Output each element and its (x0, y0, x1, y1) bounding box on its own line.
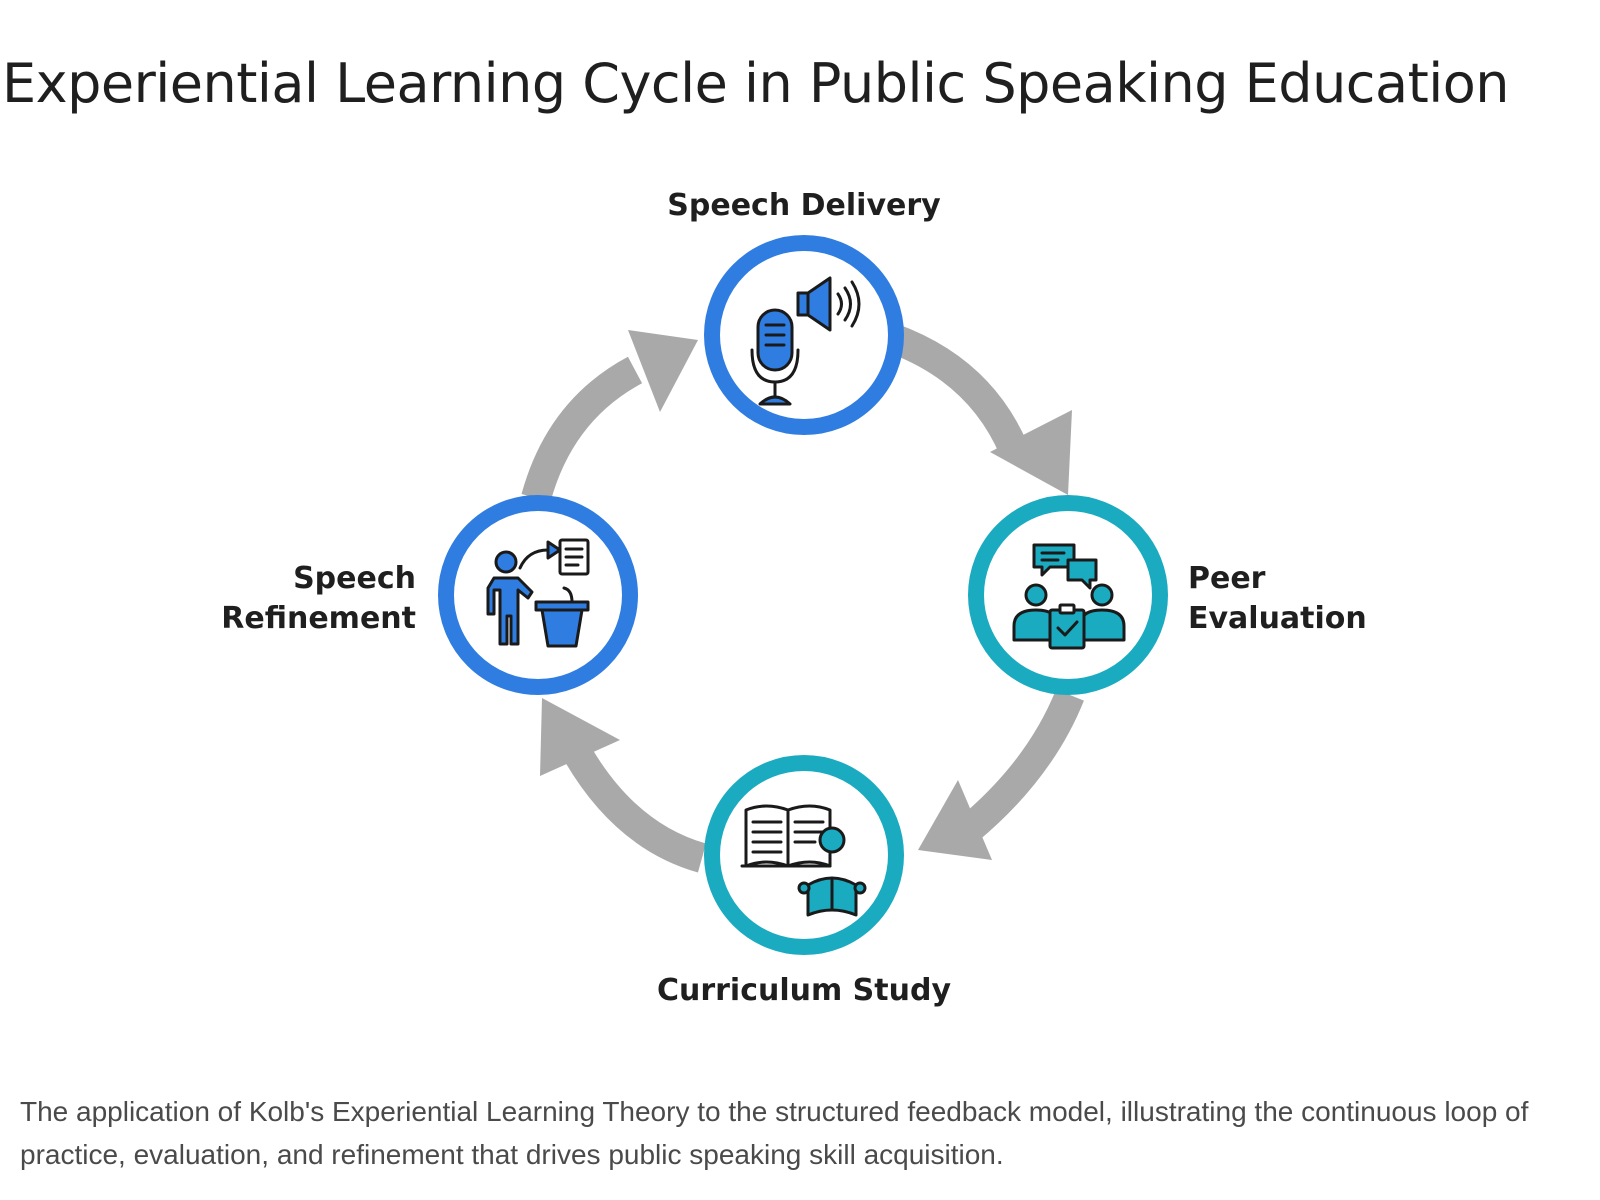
node-ring (968, 495, 1168, 695)
node-label-refinement-line1: Speech (293, 561, 416, 596)
node-ring (438, 495, 638, 695)
speaker-podium-icon (486, 538, 590, 648)
page-title: Experiential Learning Cycle in Public Sp… (2, 52, 1510, 115)
node-peer-evaluation: Peer Evaluation (968, 495, 1367, 695)
learning-cycle-diagram: Speech Delivery Peer Evaluation (221, 188, 1367, 1008)
node-label-peer-line1: Peer (1188, 561, 1266, 596)
node-curriculum-study: Curriculum Study (657, 755, 952, 1008)
node-label-peer-line2: Evaluation (1188, 601, 1367, 636)
arrow-study-to-refinement (540, 698, 707, 873)
peer-feedback-icon (1012, 543, 1126, 650)
arrow-evaluation-to-study (918, 689, 1084, 860)
cycle-arrows (521, 323, 1084, 873)
node-label-curriculum-study: Curriculum Study (657, 973, 952, 1008)
node-ring (704, 235, 904, 435)
node-label-speech-delivery: Speech Delivery (667, 188, 941, 223)
node-label-refinement-line2: Refinement (221, 601, 416, 636)
figure-caption: The application of Kolb's Experiential L… (20, 1096, 1529, 1170)
arrow-refinement-to-delivery (521, 330, 698, 503)
microphone-speaker-icon (750, 276, 861, 406)
node-speech-delivery: Speech Delivery (667, 188, 941, 435)
reading-study-icon (740, 804, 867, 917)
node-speech-refinement: Speech Refinement (221, 495, 638, 695)
arrow-delivery-to-evaluation (886, 323, 1072, 495)
